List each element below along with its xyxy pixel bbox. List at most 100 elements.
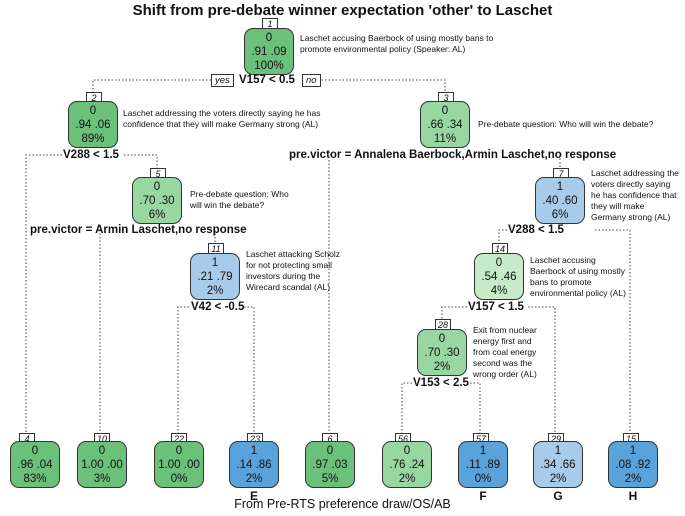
leaf-56-box: 0 .76 .24 2% (382, 441, 432, 488)
node-14-description: Laschet accusing Baerbock of using mostl… (530, 255, 626, 298)
node-7-probs: .40 .60 (542, 195, 578, 207)
leaf-57-class: 1 (479, 445, 487, 457)
leaf-15-class: 1 (629, 445, 637, 457)
leaf-22-probs: 1.00 .00 (158, 459, 200, 471)
leaf-56-class: 0 (403, 445, 411, 457)
node-2-pct: 89% (81, 133, 105, 145)
node-14-split: V157 < 1.5 (468, 301, 524, 313)
node-1-split: V157 < 0.5 (239, 74, 295, 86)
node-1-class: 0 (265, 32, 273, 44)
node-2-probs: .94 .06 (75, 119, 111, 131)
leaf-6-class: 0 (326, 445, 334, 457)
edge-1-2 (92, 79, 211, 92)
leaf-57-label: F (479, 489, 487, 503)
leaf-15-probs: .08 .92 (615, 459, 651, 471)
leaf-23-box: 1 .14 .86 2% (229, 441, 279, 488)
edge-28-57 (470, 382, 481, 433)
node-1-probs: .91 .09 (251, 46, 287, 58)
edge-11-22 (177, 306, 189, 433)
node-28-box: 0 .70 .30 2% (417, 329, 467, 376)
node-5-description: Pre-debate question: Who will win the de… (190, 189, 289, 210)
leaf-4-class: 0 (31, 445, 39, 457)
node-11-box: 1 .21 .79 2% (190, 253, 240, 300)
node-3-pct: 11% (433, 133, 457, 145)
node-1-pct: 100% (254, 60, 284, 72)
node-11-probs: .21 .79 (197, 271, 233, 283)
node-2-description: Laschet addressing the voters directly s… (123, 108, 321, 129)
node-3-split: pre.victor = Annalena Baerbock,Armin Las… (289, 149, 617, 161)
edge-2-5 (124, 154, 158, 168)
edge-28-56 (401, 382, 412, 433)
leaf-10-pct: 3% (93, 473, 111, 485)
leaf-23-pct: 2% (245, 473, 263, 485)
node-28-pct: 2% (433, 361, 451, 373)
leaf-29-box: 1 .34 .66 2% (533, 441, 583, 488)
node-11-pct: 2% (206, 285, 224, 297)
leaf-29-class: 1 (554, 445, 562, 457)
edge-1-3 (318, 79, 446, 92)
node-5-class: 0 (153, 181, 161, 193)
leaf-23-class: 1 (250, 445, 258, 457)
edge-11-23 (244, 306, 255, 433)
leaf-56-probs: .76 .24 (389, 459, 425, 471)
leaf-57-box: 1 .11 .89 0% (458, 441, 508, 488)
leaf-22-class: 0 (175, 445, 183, 457)
node-14-pct: 4% (490, 285, 508, 297)
node-28-class: 0 (438, 333, 446, 345)
leaf-29-pct: 2% (549, 473, 567, 485)
leaf-4-pct: 83% (23, 473, 47, 485)
node-2-split: V288 < 1.5 (63, 149, 119, 161)
node-3-description: Pre-debate question: Who will win the de… (478, 119, 654, 129)
leaf-10-box: 0 1.00 .00 3% (77, 441, 127, 488)
node-14-class: 0 (495, 257, 503, 269)
node-11-description: Laschet attacking Scholz for not protect… (246, 249, 341, 292)
leaf-15-box: 1 .08 .92 2% (608, 441, 658, 488)
node-5-box: 0 .70 .30 6% (132, 177, 182, 224)
node-3-probs: .66 .34 (427, 119, 463, 131)
node-11-class: 1 (211, 257, 219, 269)
edge-2-4 (25, 154, 62, 433)
leaf-23-probs: .14 .86 (236, 459, 272, 471)
node-3-class: 0 (441, 105, 449, 117)
leaf-4-box: 0 .96 .04 83% (10, 441, 60, 488)
leaf-23-label: E (249, 489, 258, 503)
edge-7-15 (595, 229, 631, 433)
leaf-57-probs: .11 .89 (465, 459, 501, 471)
leaf-29-label: G (553, 489, 563, 503)
node-28-probs: .70 .30 (424, 347, 460, 359)
leaf-22-pct: 0% (170, 473, 188, 485)
branch-no-label: no (302, 74, 321, 87)
node-2-box: 0 .94 .06 89% (68, 101, 118, 148)
node-7-pct: 6% (551, 209, 569, 221)
node-11-split: V42 < -0.5 (191, 301, 245, 313)
leaf-15-pct: 2% (624, 473, 642, 485)
branch-yes-label: yes (211, 74, 234, 87)
node-5-pct: 6% (148, 209, 166, 221)
leaf-10-class: 0 (98, 445, 106, 457)
leaf-57-pct: 0% (474, 473, 492, 485)
node-5-split: pre.victor = Armin Laschet,no response (30, 224, 247, 236)
leaf-4-probs: .96 .04 (17, 459, 53, 471)
leaf-6-box: 0 .97 .03 5% (305, 441, 355, 488)
node-7-class: 1 (556, 181, 564, 193)
leaf-56-pct: 2% (398, 473, 416, 485)
node-14-probs: .54 .46 (481, 271, 517, 283)
leaf-15-label: H (628, 489, 638, 503)
node-5-probs: .70 .30 (139, 195, 175, 207)
node-28-split: V153 < 2.5 (413, 377, 469, 389)
diagram-footer: From Pre-RTS preference draw/OS/AB (234, 497, 451, 511)
node-3-box: 0 .66 .34 11% (420, 101, 470, 148)
node-7-split: V288 < 1.5 (508, 224, 564, 236)
node-7-box: 1 .40 .60 6% (535, 177, 585, 224)
node-1-box: 0 .91 .09 100% (244, 28, 294, 75)
node-28-description: Exit from nuclear energy first and from … (473, 325, 537, 379)
leaf-6-probs: .97 .03 (312, 459, 348, 471)
node-1-description: Laschet accusing Baerbock of using mostl… (300, 33, 494, 54)
leaf-6-pct: 5% (321, 473, 339, 485)
leaf-29-probs: .34 .66 (540, 459, 576, 471)
leaf-22-box: 0 1.00 .00 0% (154, 441, 204, 488)
node-2-class: 0 (89, 105, 97, 117)
edge-14-28 (441, 306, 467, 319)
node-7-description: Laschet addressing the voters directly s… (591, 168, 679, 222)
